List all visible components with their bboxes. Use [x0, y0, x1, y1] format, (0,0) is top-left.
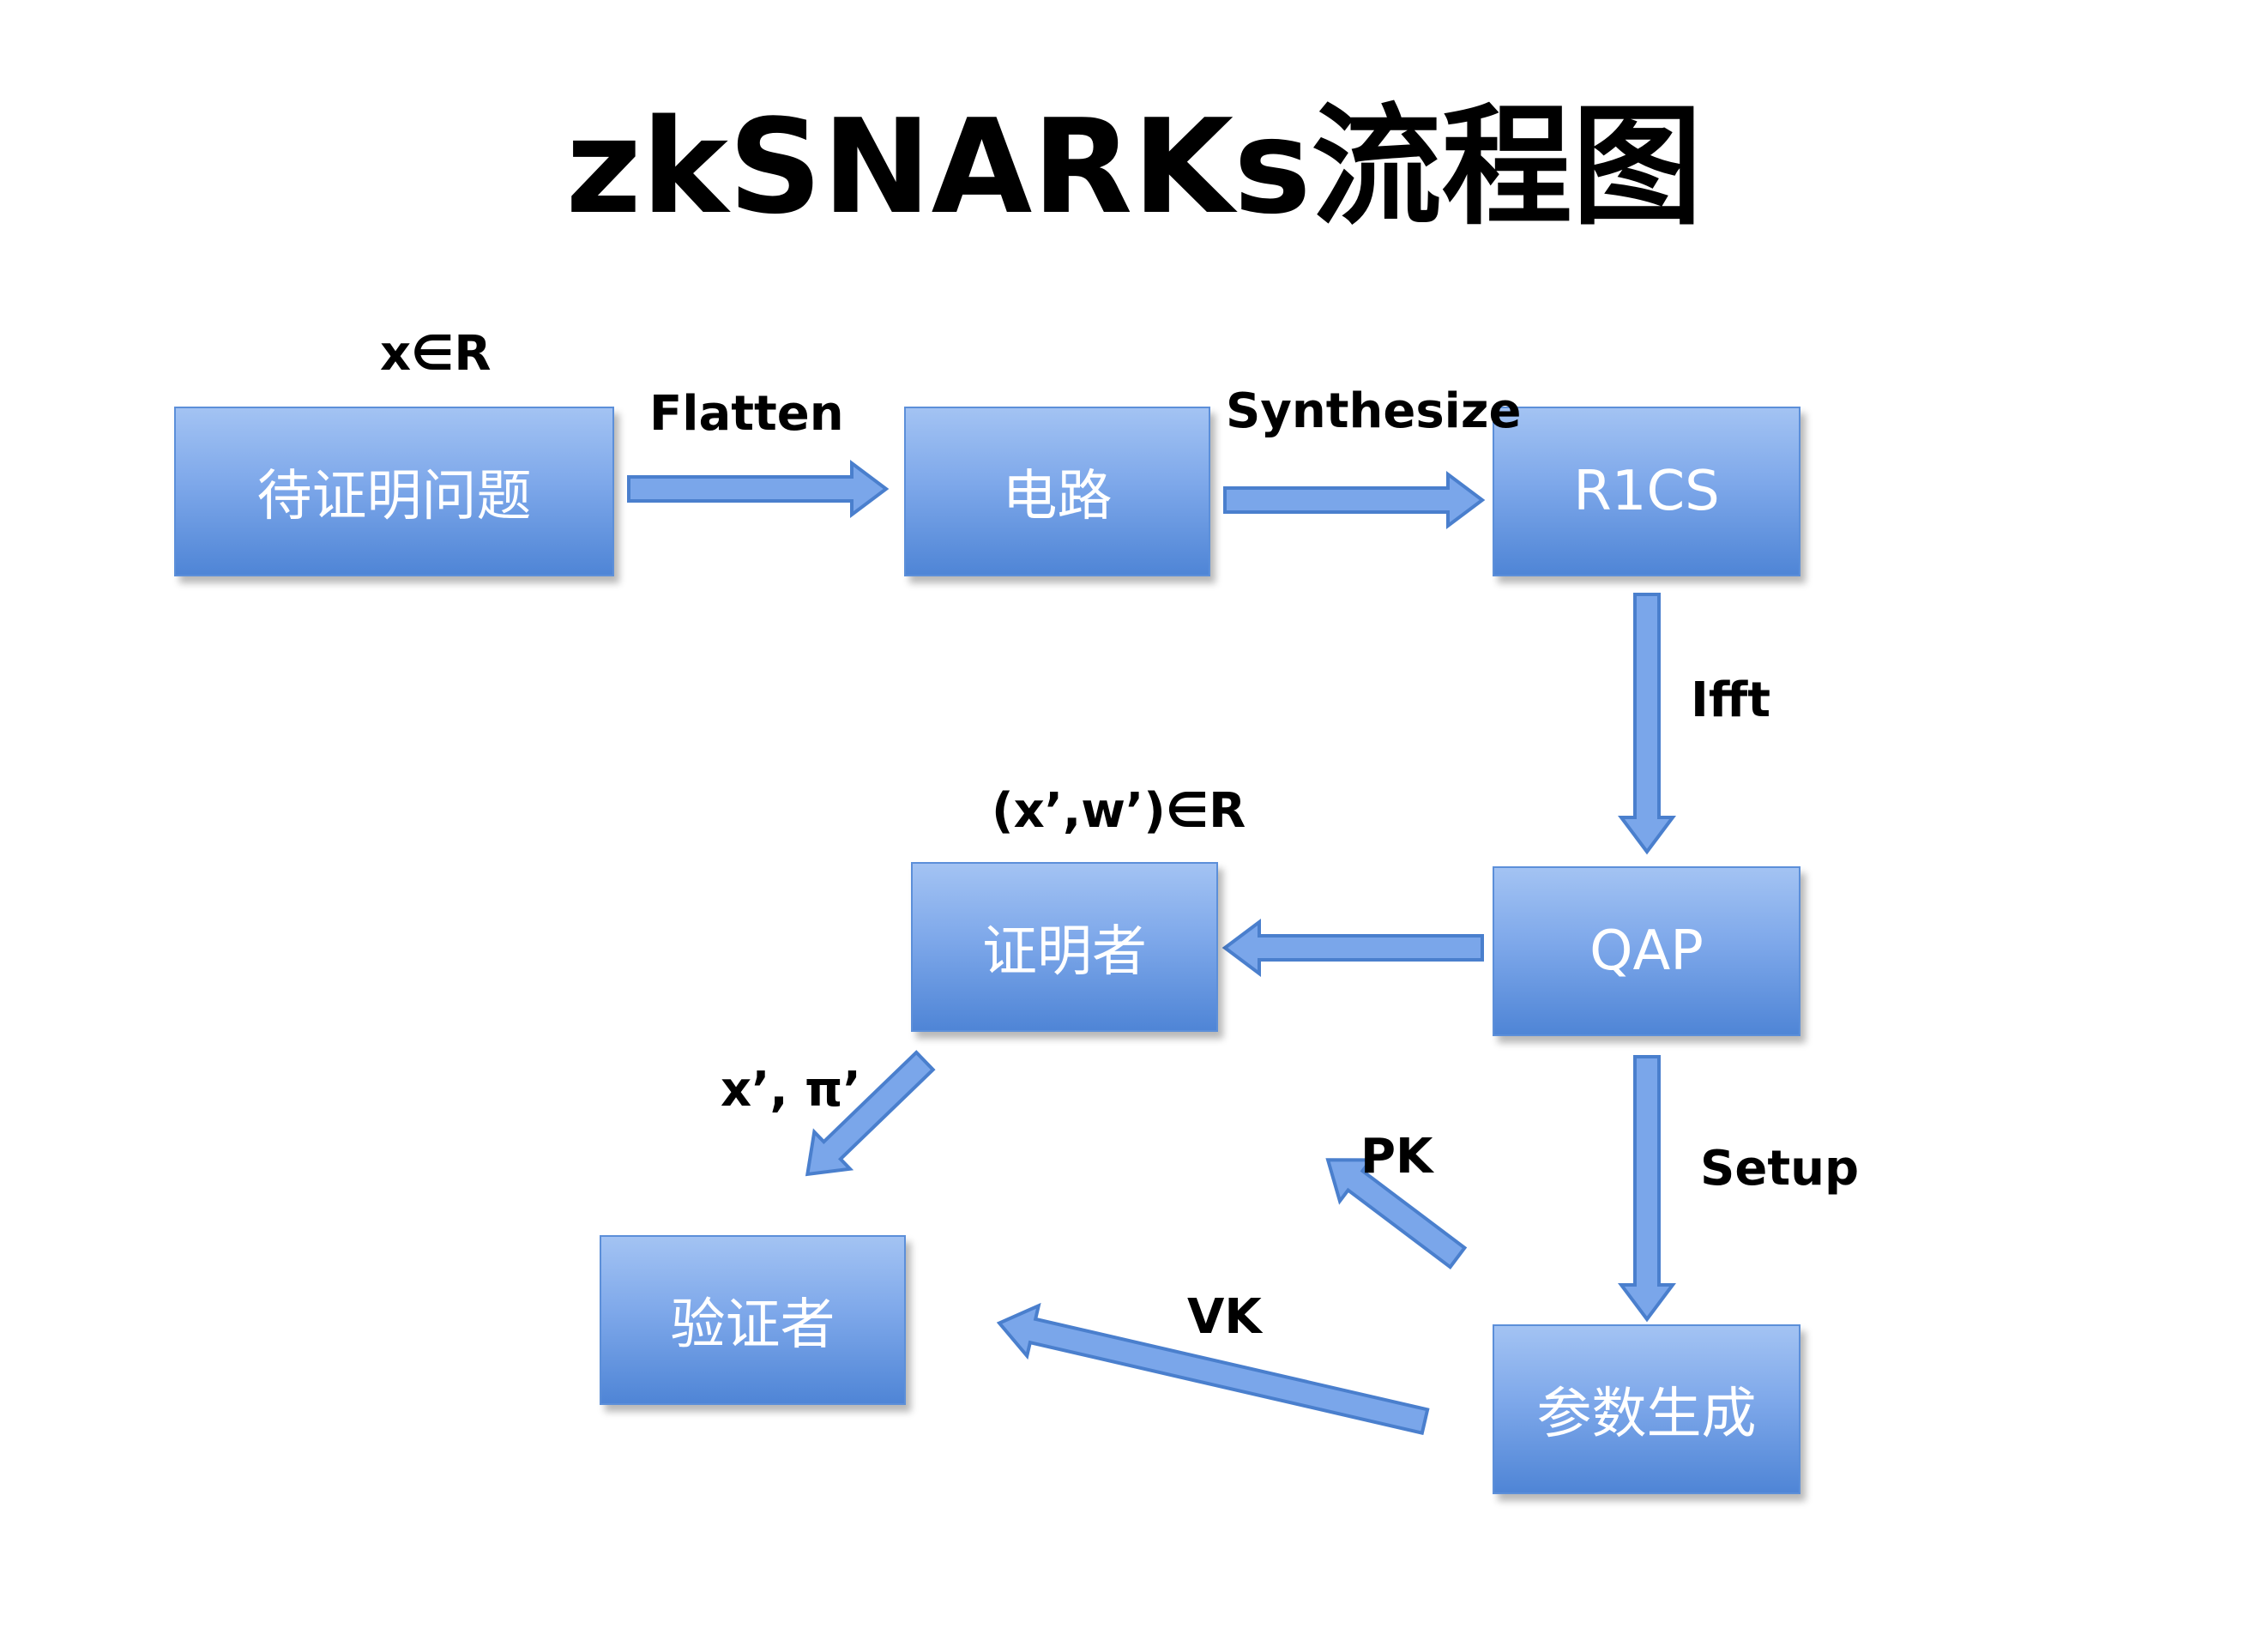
node-problem: 待证明问题: [174, 407, 614, 576]
label-synthesize: Synthesize: [1226, 383, 1522, 439]
node-params-label: 参数生成: [1536, 1383, 1757, 1446]
arrow-setup: [1618, 1055, 1676, 1323]
label-x-in-r: x∈R: [380, 326, 492, 382]
arrow-flatten: [627, 460, 890, 518]
arrow-synthesize: [1223, 471, 1486, 529]
arrow-prover-to-verifier: [805, 1050, 936, 1177]
label-ifft: Ifft: [1691, 672, 1770, 728]
label-x-pi: x’, π’: [721, 1062, 861, 1118]
label-vk: VK: [1187, 1289, 1262, 1345]
node-qap: QAP: [1493, 866, 1801, 1036]
node-circuit: 电路: [904, 407, 1210, 576]
arrow-qap-to-prover: [1221, 919, 1484, 977]
node-problem-label: 待证明问题: [256, 465, 532, 528]
label-setup: Setup: [1700, 1141, 1860, 1197]
node-r1cs-label: R1CS: [1573, 460, 1720, 523]
label-pk: PK: [1360, 1129, 1433, 1185]
node-params: 参数生成: [1493, 1324, 1801, 1494]
node-verifier-label: 验证者: [670, 1293, 835, 1357]
diagram-title: zkSNARKs流程图: [565, 91, 1703, 243]
node-prover-label: 证明者: [982, 920, 1147, 984]
label-xw-in-r: (x’,w’)∈R: [992, 783, 1246, 839]
label-flatten: Flatten: [649, 386, 844, 442]
arrow-vk: [996, 1302, 1430, 1436]
arrow-ifft: [1618, 593, 1676, 855]
node-qap-label: QAP: [1589, 919, 1704, 983]
arrow-pk: [1325, 1158, 1468, 1269]
node-circuit-label: 电路: [1002, 465, 1113, 528]
node-verifier: 验证者: [600, 1235, 906, 1405]
node-prover: 证明者: [911, 862, 1218, 1032]
node-r1cs: R1CS: [1493, 407, 1801, 576]
